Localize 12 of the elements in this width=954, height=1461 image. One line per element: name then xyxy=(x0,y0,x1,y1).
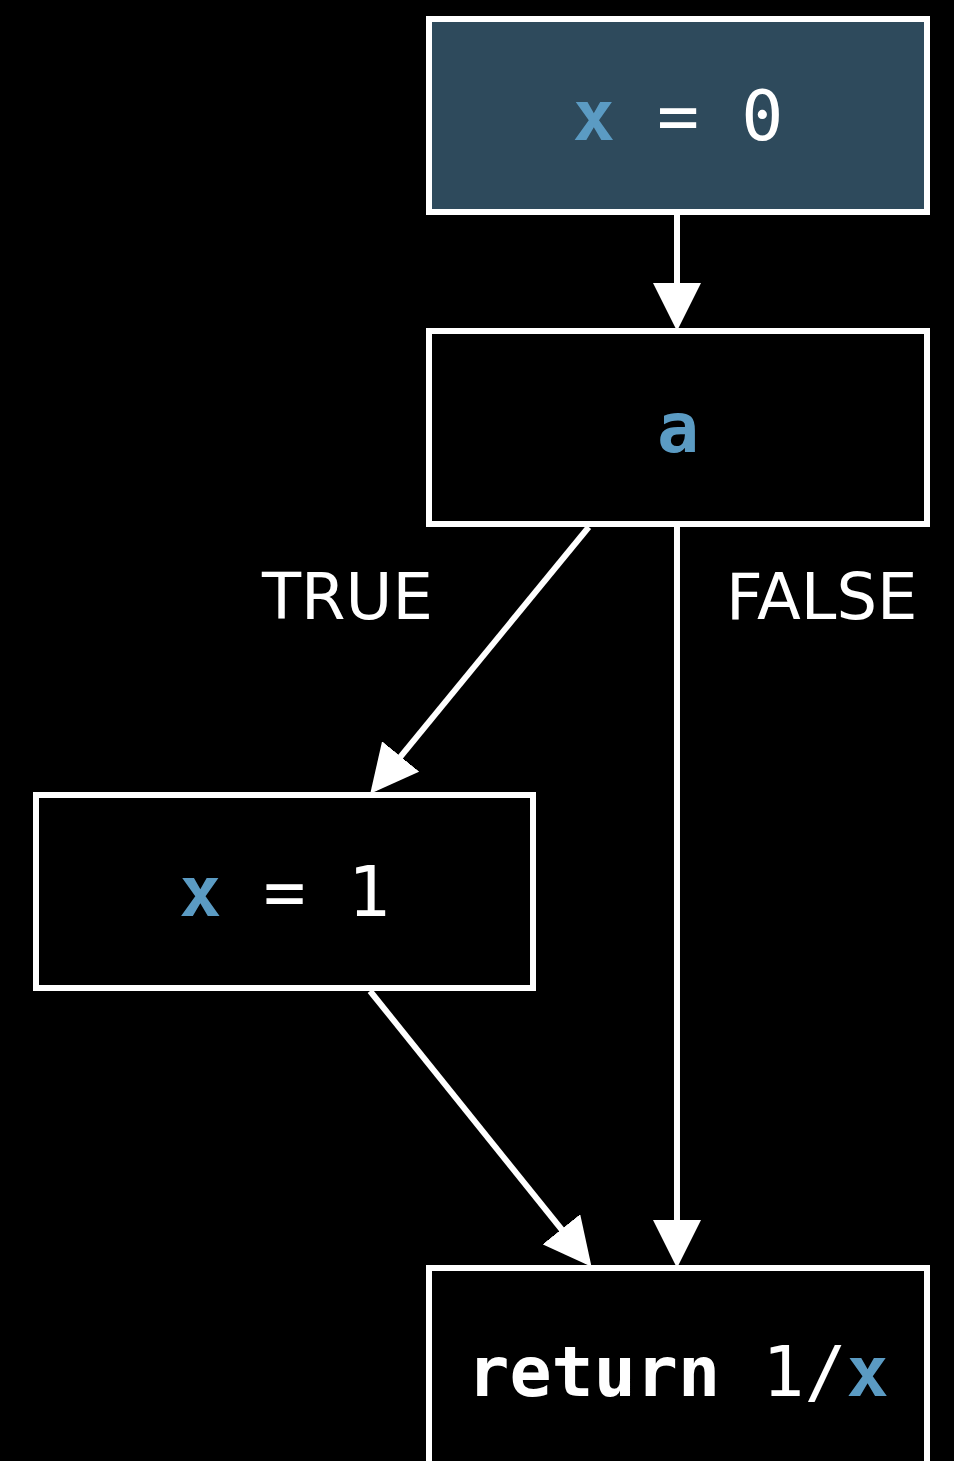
process-box xyxy=(33,792,536,991)
process-box xyxy=(426,16,930,215)
arrow xyxy=(653,215,701,331)
code-text: a xyxy=(656,386,700,469)
condition-box xyxy=(426,328,930,527)
arrow xyxy=(370,525,592,794)
arrow xyxy=(653,527,701,1268)
code-text: x = 0 xyxy=(572,74,784,157)
process-box xyxy=(426,1265,930,1461)
code-text: x = 1 xyxy=(179,850,390,933)
code-text: return 1/x xyxy=(467,1331,889,1413)
arrow xyxy=(367,989,592,1267)
